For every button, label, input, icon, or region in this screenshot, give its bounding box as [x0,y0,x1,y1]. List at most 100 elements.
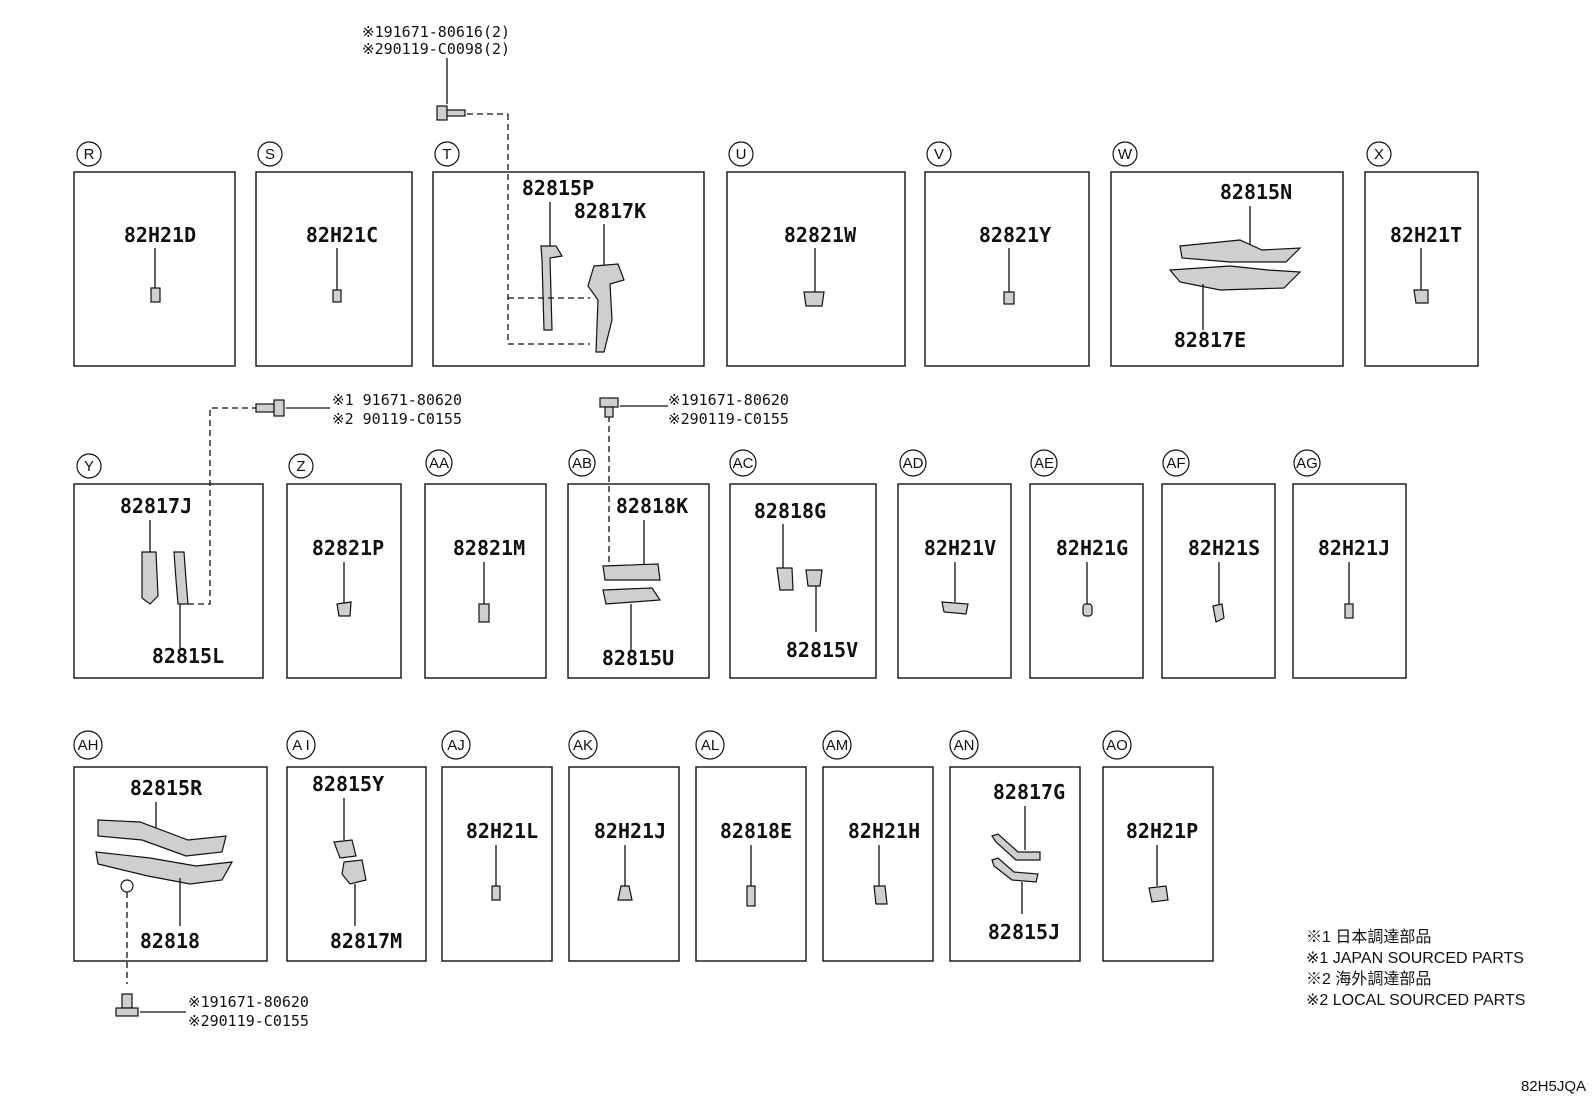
panel-tag: AB [572,455,592,472]
panel-tag: AL [701,737,719,754]
part-number: 82815V [786,638,858,662]
panel-ae[interactable]: AE 82H21G [1029,449,1144,679]
panel-v[interactable]: V 82821Y [924,141,1090,367]
note-line: ※290119-C0155 [188,1012,309,1030]
part-number: 82821M [453,536,525,560]
bolt-icon [436,105,466,121]
panel-tag: AC [733,455,754,472]
legend-line: ※2 LOCAL SOURCED PARTS [1306,992,1525,1009]
panel-tag: AE [1034,455,1054,472]
part-number: 82817K [574,199,646,223]
bolt-icon [255,399,285,417]
legend: ※1 日本調達部品 ※1 JAPAN SOURCED PARTS ※2 海外調達… [1306,928,1525,1009]
panel-tag: AO [1106,737,1128,754]
panel-tag: U [736,146,747,163]
panel-ai[interactable]: A I 82815Y 82817M [286,730,427,962]
part-number: 82H21P [1126,819,1198,843]
panel-ad[interactable]: AD 82H21V [897,449,1012,679]
note-line: ※2 90119-C0155 [332,410,462,428]
panel-y[interactable]: Y 82817J 82815L [73,407,264,679]
panel-tag: AD [903,455,924,472]
panel-tag: R [84,146,95,163]
part-number: 82818E [720,819,792,843]
legend-line: ※1 JAPAN SOURCED PARTS [1306,950,1524,967]
panel-tag: AG [1296,455,1318,472]
panel-al[interactable]: AL 82818E [695,730,807,962]
panel-an[interactable]: AN 82817G 82815J [949,730,1081,962]
part-number: 82H21J [594,819,666,843]
panel-tag: A I [292,737,310,754]
part-number: 82817G [993,780,1065,804]
part-number: 82H21G [1056,536,1128,560]
bolt-icon [599,397,619,418]
bolt-icon [115,993,139,1017]
legend-line: ※1 日本調達部品 [1306,928,1431,946]
panel-ab[interactable]: AB 82818K 82815U [567,416,710,679]
part-number: 82H21S [1188,536,1260,560]
part-number: 82H21C [306,223,378,247]
part-number: 82815P [522,176,594,200]
panel-r[interactable]: R 82H21D [73,141,236,367]
note-line: ※290119-C0098(2) [362,40,510,58]
part-number: 82815J [988,920,1060,944]
panel-ao[interactable]: AO 82H21P [1102,730,1214,962]
fastener-note-t: ※191671-80616(2) ※290119-C0098(2) [362,23,510,121]
part-number: 82H21V [924,536,996,560]
part-number: 82818G [754,499,826,523]
part-number: 82H21L [466,819,538,843]
note-line: ※191671-80620 [188,993,309,1011]
diagram-code: 82H5JQA [1521,1078,1586,1095]
panel-tag: AN [954,737,975,754]
part-number: 82815N [1220,180,1292,204]
panel-tag: Y [84,458,94,475]
panel-tag: AA [429,455,449,472]
panel-z[interactable]: Z 82821P [286,453,402,679]
note-line: ※1 91671-80620 [332,391,462,409]
part-number: 82815L [152,644,224,668]
panel-tag: Z [296,458,305,475]
part-number: 82817J [120,494,192,518]
part-number: 82818K [616,494,688,518]
panel-tag: AF [1166,455,1185,472]
part-number: 82817E [1174,328,1246,352]
panel-tag: T [442,146,451,163]
panel-ah[interactable]: AH 82815R 82818 [73,730,268,984]
part-number: 82821W [784,223,857,247]
panel-tag: AH [78,737,99,754]
panel-ac[interactable]: AC 82818G 82815V [729,449,877,679]
part-number: 82817M [330,929,402,953]
panel-aj[interactable]: AJ 82H21L [441,730,553,962]
note-line: ※290119-C0155 [668,410,789,428]
panel-ak[interactable]: AK 82H21J [568,730,680,962]
fastener-note-y: ※1 91671-80620 ※2 90119-C0155 [255,391,462,428]
panel-tag: AJ [447,737,465,754]
part-number: 82H21T [1390,223,1462,247]
fastener-note-ab: ※191671-80620 ※290119-C0155 [599,391,789,428]
fastener-note-ah: ※191671-80620 ※290119-C0155 [115,993,309,1030]
panel-s[interactable]: S 82H21C [255,141,413,367]
part-number: 82H21D [124,223,196,247]
part-number: 82815Y [312,772,384,796]
part-number: 82H21H [848,819,920,843]
panel-tag: AM [826,737,849,754]
panel-w[interactable]: W 82815N 82817E [1110,141,1344,367]
panel-af[interactable]: AF 82H21S [1161,449,1276,679]
panel-tag: W [1118,146,1133,163]
panel-tag: S [265,146,275,163]
panel-ag[interactable]: AG 82H21J [1292,449,1407,679]
panel-tag: X [1374,146,1384,163]
part-number: 82821P [312,536,384,560]
note-line: ※191671-80620 [668,391,789,409]
panel-am[interactable]: AM 82H21H [822,730,934,962]
part-number: 82815U [602,646,674,670]
panel-aa[interactable]: AA 82821M [424,449,547,679]
part-number: 82815R [130,776,203,800]
note-line: ※191671-80616(2) [362,23,510,41]
panel-x[interactable]: X 82H21T [1364,141,1479,367]
panel-u[interactable]: U 82821W [726,141,906,367]
panel-t[interactable]: T 82815P 82817K [432,114,705,367]
panel-tag: AK [573,737,593,754]
part-number: 82H21J [1318,536,1390,560]
part-number: 82818 [140,929,200,953]
